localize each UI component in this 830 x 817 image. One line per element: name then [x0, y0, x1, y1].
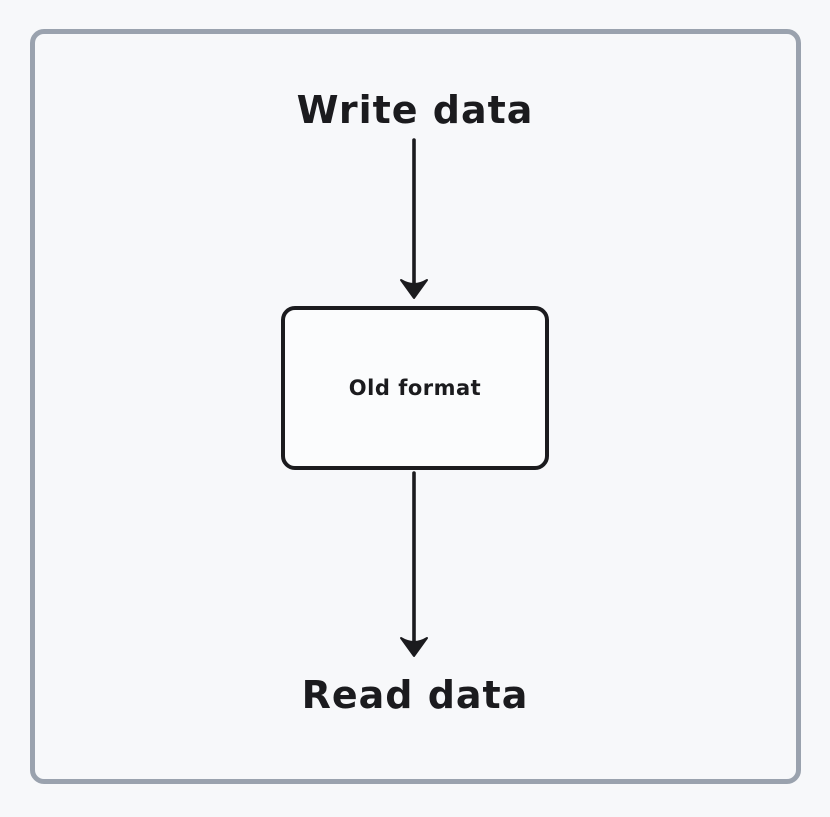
arrow-down-icon [400, 471, 428, 657]
arrow-down-icon [400, 138, 428, 299]
write-data-label: Write data [296, 88, 534, 132]
old-format-node: Old format [281, 306, 549, 470]
outer-frame [30, 29, 801, 784]
old-format-node-label: Old format [348, 376, 482, 400]
read-data-label: Read data [301, 673, 529, 717]
